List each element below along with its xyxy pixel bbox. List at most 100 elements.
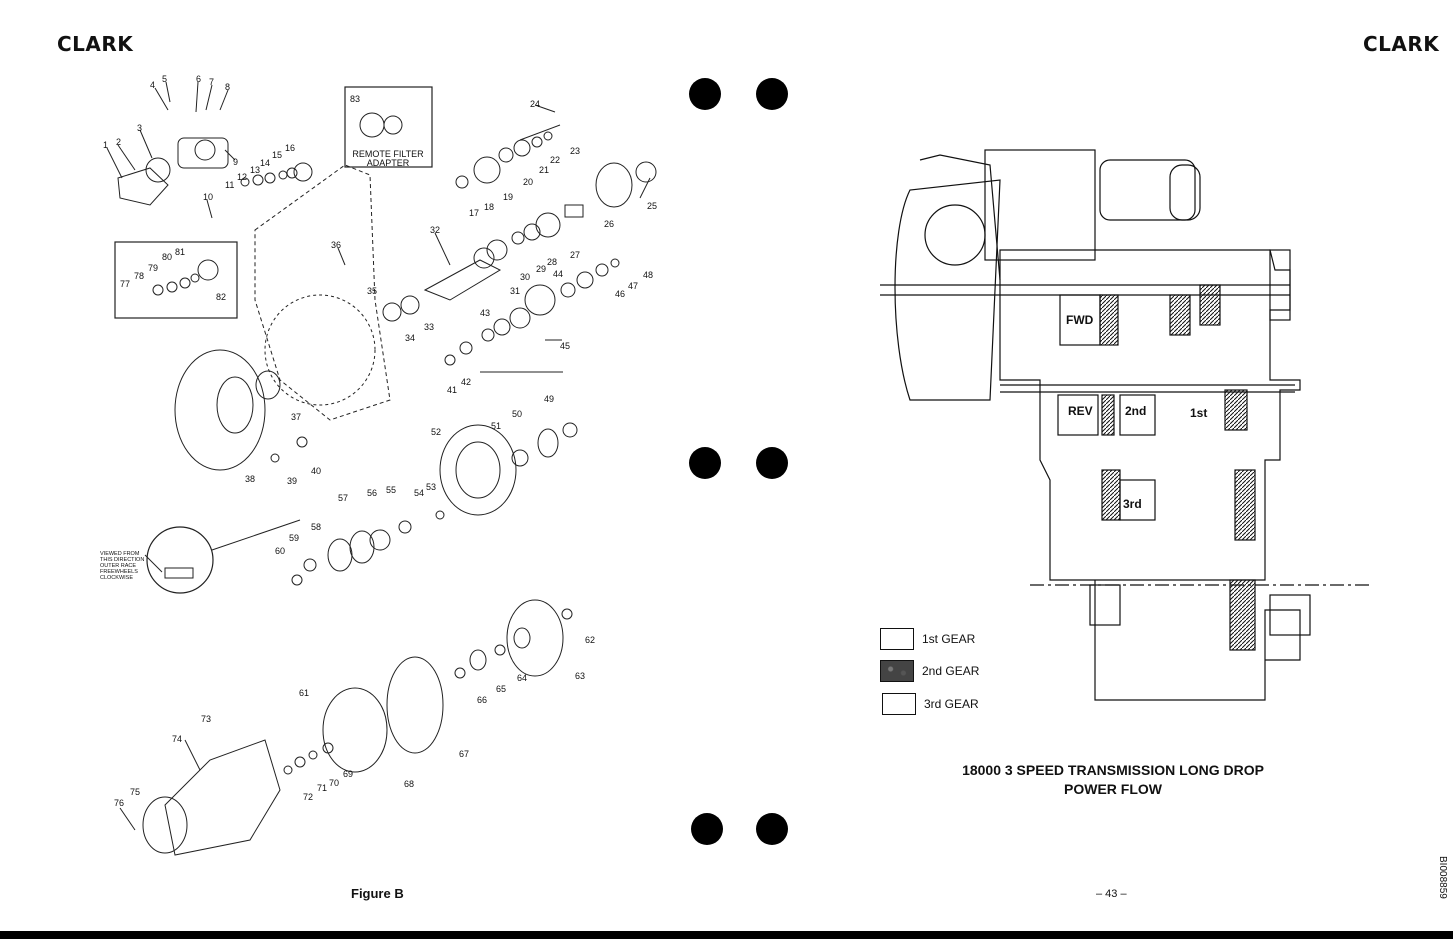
legend-label: 2nd GEAR (922, 664, 980, 678)
part-number: 67 (459, 749, 469, 759)
part-number: 45 (560, 341, 570, 351)
part-number: 60 (275, 546, 285, 556)
section-label-fwd: FWD (1066, 313, 1094, 327)
legend-item-3rd: 3rd GEAR (882, 693, 979, 715)
viewed-from-note: THIS DIRECTION (100, 557, 144, 563)
part-number: 36 (331, 240, 341, 250)
part-number: 29 (536, 264, 546, 274)
part-number: 63 (575, 671, 585, 681)
remote-filter-label-line1: REMOTE FILTER (352, 149, 424, 159)
part-number: 71 (317, 783, 327, 793)
part-number: 35 (367, 286, 377, 296)
part-number: 44 (553, 269, 563, 279)
part-number: 17 (469, 208, 479, 218)
legend-item-2nd: 2nd GEAR (880, 660, 979, 682)
part-number: 49 (544, 394, 554, 404)
binder-hole (756, 78, 788, 110)
part-number: 10 (203, 192, 213, 202)
part-number: 70 (329, 778, 339, 788)
part-number: 2 (116, 137, 121, 147)
part-number: 34 (405, 333, 415, 343)
part-number: 13 (250, 165, 260, 175)
binder-hole (756, 813, 788, 845)
part-number: 9 (233, 157, 238, 167)
legend-swatch (880, 660, 914, 682)
part-number: 79 (148, 263, 158, 273)
legend-item-1st: 1st GEAR (880, 628, 975, 650)
part-number: 19 (503, 192, 513, 202)
part-number: 77 (120, 279, 130, 289)
part-number: 26 (604, 219, 614, 229)
part-number: 69 (343, 769, 353, 779)
viewed-from-note: CLOCKWISE (100, 575, 133, 581)
legend-swatch (880, 628, 914, 650)
diagram-title-line1: 18000 3 SPEED TRANSMISSION LONG DROP (962, 762, 1264, 778)
part-number: 23 (570, 146, 580, 156)
part-number: 64 (517, 673, 527, 683)
part-number: 56 (367, 488, 377, 498)
part-number: 31 (510, 286, 520, 296)
part-number: 62 (585, 635, 595, 645)
part-number: 52 (431, 427, 441, 437)
part-number: 57 (338, 493, 348, 503)
part-number: 30 (520, 272, 530, 282)
part-number: 42 (461, 377, 471, 387)
page-bottom-edge (0, 931, 1453, 939)
part-number: 8 (225, 82, 230, 92)
part-number: 43 (480, 308, 490, 318)
part-number: 46 (615, 289, 625, 299)
part-number: 59 (289, 533, 299, 543)
part-number: 47 (628, 281, 638, 291)
section-label-1st: 1st (1190, 406, 1207, 420)
part-number: 24 (530, 99, 540, 109)
section-label-2nd: 2nd (1125, 404, 1146, 418)
part-number: 76 (114, 798, 124, 808)
part-number: 16 (285, 143, 295, 153)
part-number: 20 (523, 177, 533, 187)
remote-filter-label-line2: ADAPTER (367, 158, 410, 168)
part-number: 37 (291, 412, 301, 422)
diagram-title-line2: POWER FLOW (1064, 781, 1162, 797)
part-number: 58 (311, 522, 321, 532)
part-number: 54 (414, 488, 424, 498)
part-number: 18 (484, 202, 494, 212)
part-number: 14 (260, 158, 270, 168)
part-number: 21 (539, 165, 549, 175)
part-number: 74 (172, 734, 182, 744)
binder-hole (689, 78, 721, 110)
part-number: 48 (643, 270, 653, 280)
brand-logo-right: CLARK (1363, 32, 1440, 56)
part-number: 82 (216, 292, 226, 302)
part-number: 39 (287, 476, 297, 486)
document-id: BI008859 (1437, 856, 1448, 899)
figure-caption: Figure B (351, 886, 404, 901)
part-number: 33 (424, 322, 434, 332)
part-number: 83 (350, 94, 360, 104)
part-number: 6 (196, 74, 201, 84)
legend-label: 3rd GEAR (924, 697, 979, 711)
part-number: 80 (162, 252, 172, 262)
part-number: 38 (245, 474, 255, 484)
viewed-from-note: OUTER RACE (100, 563, 136, 569)
part-number: 11 (225, 180, 234, 190)
part-number: 25 (647, 201, 657, 211)
part-number: 12 (237, 172, 247, 182)
viewed-from-note: VIEWED FROM (100, 551, 140, 557)
part-number: 32 (430, 225, 440, 235)
part-number: 55 (386, 485, 396, 495)
part-number: 78 (134, 271, 144, 281)
part-number: 3 (137, 123, 142, 133)
part-number: 73 (201, 714, 211, 724)
part-number: 72 (303, 792, 313, 802)
part-number: 5 (162, 74, 167, 84)
part-number: 68 (404, 779, 414, 789)
part-number: 4 (150, 80, 155, 90)
exploded-parts-diagram: 1 2 3 4 5 6 7 8 9 10 11 12 13 14 15 16 1… (100, 74, 657, 856)
legend-swatch (882, 693, 916, 715)
binder-hole (689, 447, 721, 479)
section-label-rev: REV (1068, 404, 1093, 418)
section-label-3rd: 3rd (1123, 497, 1142, 511)
part-number: 50 (512, 409, 522, 419)
part-number: 22 (550, 155, 560, 165)
part-number: 7 (209, 77, 214, 87)
